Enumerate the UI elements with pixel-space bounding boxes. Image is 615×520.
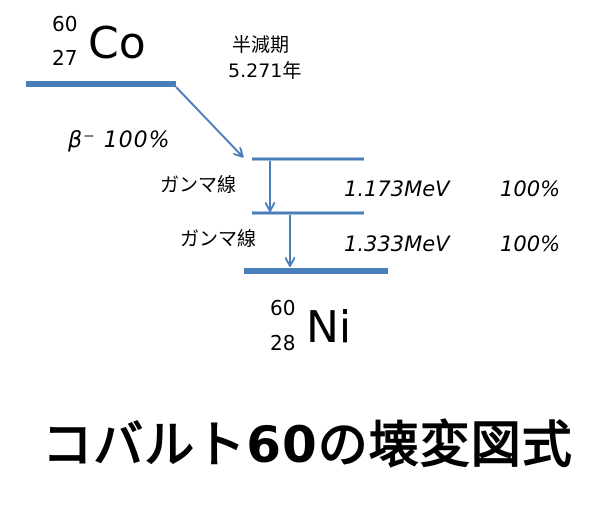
gamma-2-energy: 1.333MeV [344,232,450,256]
ni60-mass-number: 60 [270,296,296,320]
co60-symbol: Co [88,18,146,69]
ni60-atomic-number: 28 [270,331,296,355]
co60-mass-number: 60 [52,12,78,36]
gamma-1-intensity: 100% [500,177,561,201]
co60-atomic-number: 27 [52,46,78,70]
gamma-2-intensity: 100% [500,232,561,256]
gamma-2-label: ガンマ線 [180,228,257,250]
beta-decay-label: β⁻ 100% [68,128,171,153]
half-life-label: 半減期 [232,34,290,56]
gamma-1-label: ガンマ線 [160,174,237,196]
diagram-title: コバルト60の壊変図式 [42,416,573,474]
half-life-value: 5.271年 [228,60,302,82]
gamma-1-energy: 1.173MeV [344,177,450,201]
ni60-symbol: Ni [306,302,352,353]
beta-decay-arrow [175,86,242,156]
